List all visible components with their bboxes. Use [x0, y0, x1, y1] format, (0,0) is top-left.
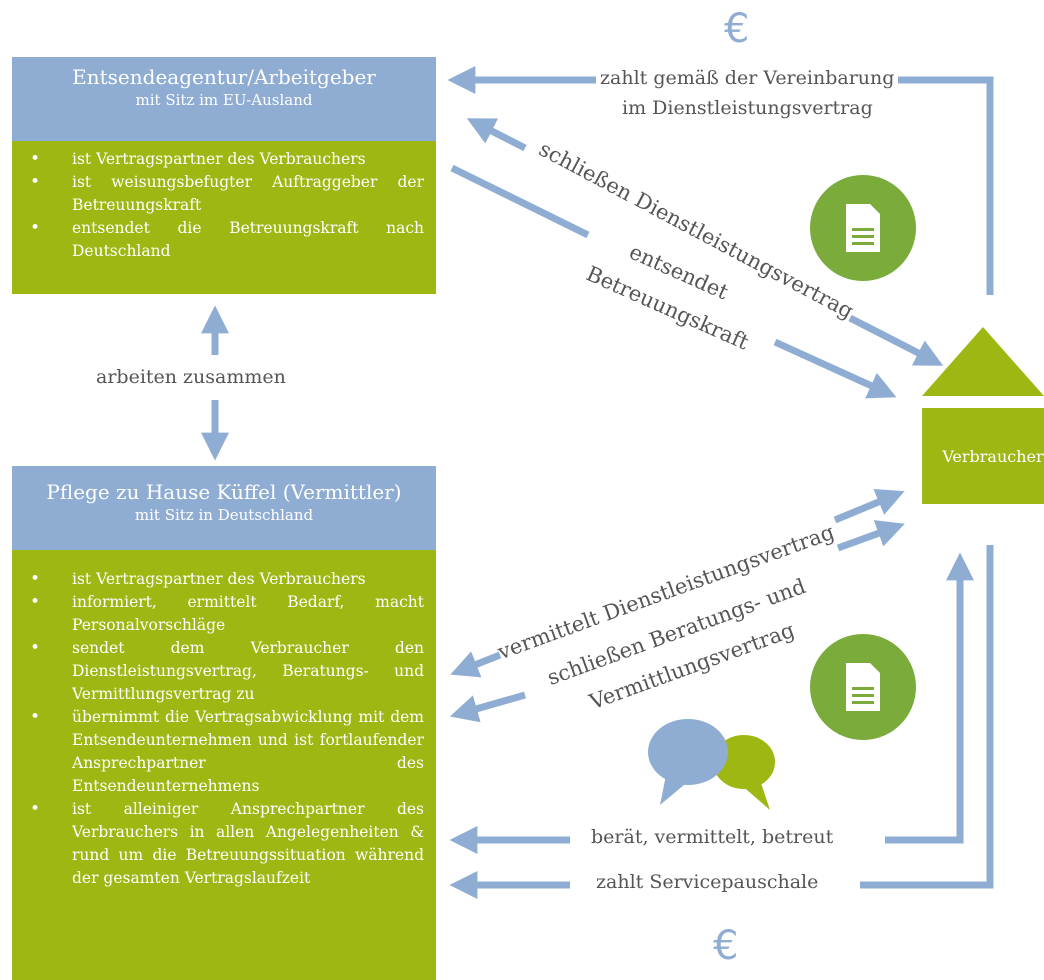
mediator-bullet: sendet dem Verbraucher den Dienstleistun… [12, 637, 424, 706]
document-icon [810, 634, 916, 740]
agency-bullet: ist weisungsbefugter Auftraggeber der Be… [12, 171, 424, 217]
arrow-mediates-left [450, 651, 502, 678]
agency-subtitle: mit Sitz im EU-Ausland [135, 91, 313, 109]
euro-bottom: € [713, 923, 739, 969]
agency-body: ist Vertragspartner des Verbrauchers ist… [12, 141, 436, 294]
agency-bullet: ist Vertragspartner des Verbrauchers [12, 148, 424, 171]
arrow-consult-left [449, 691, 526, 723]
house-icon [922, 327, 1044, 396]
label-cooperate: arbeiten zusammen [96, 366, 286, 388]
document-icon [810, 175, 916, 281]
label-service-fee: zahlt Servicepauschale [590, 871, 825, 893]
arrow-conclude-service-right [848, 314, 944, 366]
arrow-service-fee [860, 545, 994, 889]
mediator-bullet-list: ist Vertragspartner des Verbrauchers inf… [12, 568, 424, 890]
arrow-consult-right [836, 520, 905, 552]
arrow-sends-caregiver-b [773, 338, 897, 399]
mediator-bullet: übernimmt die Vertragsabwicklung mit dem… [12, 706, 424, 798]
arrow-advises [885, 552, 974, 844]
mediator-bullet: ist Vertragspartner des Verbrauchers [12, 568, 424, 591]
agency-title: Entsendeagentur/Arbeitgeber [72, 65, 376, 89]
consumer-label: Verbraucher [942, 446, 1044, 466]
mediator-body: ist Vertragspartner des Verbrauchers inf… [12, 550, 436, 980]
euro-top: € [724, 6, 750, 52]
label-advises: berät, vermittelt, betreut [585, 826, 840, 848]
speech-bubbles-icon [648, 719, 779, 810]
arrow-conclude-service-left [466, 118, 527, 152]
mediator-subtitle: mit Sitz in Deutschland [134, 506, 314, 524]
agency-header: Entsendeagentur/Arbeitgeber mit Sitz im … [12, 57, 436, 141]
arrow-sends-caregiver-a [450, 164, 590, 239]
agency-bullet: entsendet die Betreuungskraft nach Deuts… [12, 217, 424, 263]
mediator-title: Pflege zu Hause Küffel (Vermittler) [46, 480, 402, 504]
label-pays-agreement-2: im Dienstleistungsvertrag [622, 97, 873, 119]
label-pays-agreement-1: zahlt gemäß der Vereinbarung [596, 67, 899, 89]
arrow-mediates-right [833, 488, 905, 524]
mediator-bullet: informiert, ermittelt Bedarf, macht Pers… [12, 591, 424, 637]
agency-bullet-list: ist Vertragspartner des Verbrauchers ist… [12, 148, 424, 263]
mediator-header: Pflege zu Hause Küffel (Vermittler) mit … [12, 466, 436, 550]
consumer-box: Verbraucher [922, 408, 1044, 504]
mediator-bullet: ist alleiniger Ansprechpartner des Verbr… [12, 798, 424, 890]
